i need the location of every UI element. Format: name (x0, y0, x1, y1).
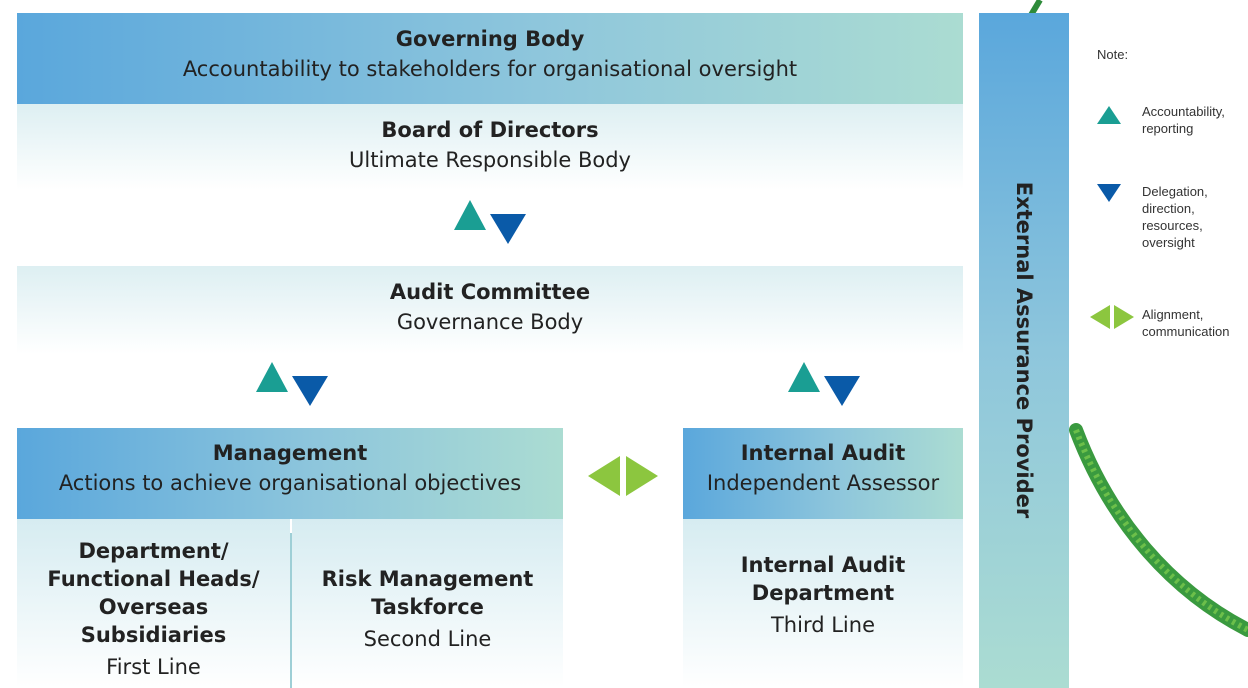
legend-item-accountability: Accountability, reporting (1142, 103, 1248, 137)
management-divider (290, 533, 292, 688)
legend-accountability-line-2: reporting (1142, 121, 1194, 136)
legend-alignment-line-2: communication (1142, 324, 1230, 339)
external-assurance-title: External Assurance Provider (1012, 181, 1036, 519)
second-line-title-1: Risk Management (321, 567, 534, 591)
audit-committee-title: Audit Committee (389, 280, 591, 304)
first-line-title-1: Department/ (78, 539, 229, 563)
audit-committee-panel: Audit Committee Governance Body (17, 266, 963, 354)
down-triangle-icon (490, 214, 526, 244)
down-triangle-icon (824, 376, 860, 406)
governing-body-subtitle: Accountability to stakeholders for organ… (182, 57, 798, 81)
audit-committee-subtitle: Governance Body (396, 310, 584, 334)
legend-delegation-line-2: direction, (1142, 201, 1195, 216)
legend-delegation-line-3: resources, (1142, 218, 1203, 233)
internal-audit-department-title-2: Department (751, 581, 895, 605)
internal-audit-header: Internal Audit Independent Assessor (683, 428, 963, 519)
legend-item-alignment: Alignment, communication (1142, 306, 1248, 340)
board-subtitle: Ultimate Responsible Body (349, 148, 631, 172)
legend-accountability-line-1: Accountability, (1142, 104, 1225, 119)
governing-body-panel: Governing Body Accountability to stakeho… (17, 13, 963, 104)
committee-internal-audit-arrows (788, 362, 860, 406)
legend-alignment-line-1: Alignment, (1142, 307, 1204, 322)
left-arrow-icon (588, 456, 620, 496)
legend-delegation-line-1: Delegation, (1142, 184, 1208, 199)
second-line-panel: Risk Management Taskforce Second Line (292, 519, 563, 688)
down-triangle-icon (1097, 184, 1121, 202)
legend-note-label: Note: (1097, 47, 1129, 62)
up-triangle-icon (256, 362, 288, 392)
external-assurance-panel (979, 13, 1069, 688)
first-line-title-3: Overseas (98, 595, 209, 619)
committee-management-arrows (256, 362, 328, 406)
internal-audit-department-panel: Internal Audit Department Third Line (683, 519, 963, 688)
board-title: Board of Directors (381, 118, 599, 142)
management-subtitle: Actions to achieve organisational object… (58, 471, 522, 495)
board-committee-arrows (454, 200, 526, 244)
left-right-arrows-icon (1090, 305, 1134, 329)
up-triangle-icon (454, 200, 486, 230)
right-arrow-icon (626, 456, 658, 496)
board-panel: Board of Directors Ultimate Responsible … (17, 104, 963, 190)
management-header: Management Actions to achieve organisati… (17, 428, 563, 519)
down-triangle-icon (292, 376, 328, 406)
internal-audit-title: Internal Audit (740, 441, 906, 465)
internal-audit-department-title-1: Internal Audit (740, 553, 906, 577)
internal-audit-subtitle: Independent Assessor (706, 471, 940, 495)
management-title: Management (212, 441, 368, 465)
internal-audit-department-subtitle: Third Line (770, 613, 875, 637)
up-triangle-icon (1097, 106, 1121, 124)
up-triangle-icon (788, 362, 820, 392)
second-line-title-2: Taskforce (371, 595, 484, 619)
first-line-title-2: Functional Heads/ (47, 567, 260, 591)
first-line-title-4: Subsidiaries (80, 623, 227, 647)
first-line-panel: Department/ Functional Heads/ Overseas S… (17, 519, 290, 688)
governing-body-title: Governing Body (395, 27, 585, 51)
legend-delegation-line-4: oversight (1142, 235, 1195, 250)
first-line-subtitle: First Line (106, 655, 201, 679)
legend-item-delegation: Delegation, direction, resources, oversi… (1142, 183, 1248, 251)
second-line-subtitle: Second Line (363, 627, 492, 651)
alignment-arrows (588, 456, 658, 496)
